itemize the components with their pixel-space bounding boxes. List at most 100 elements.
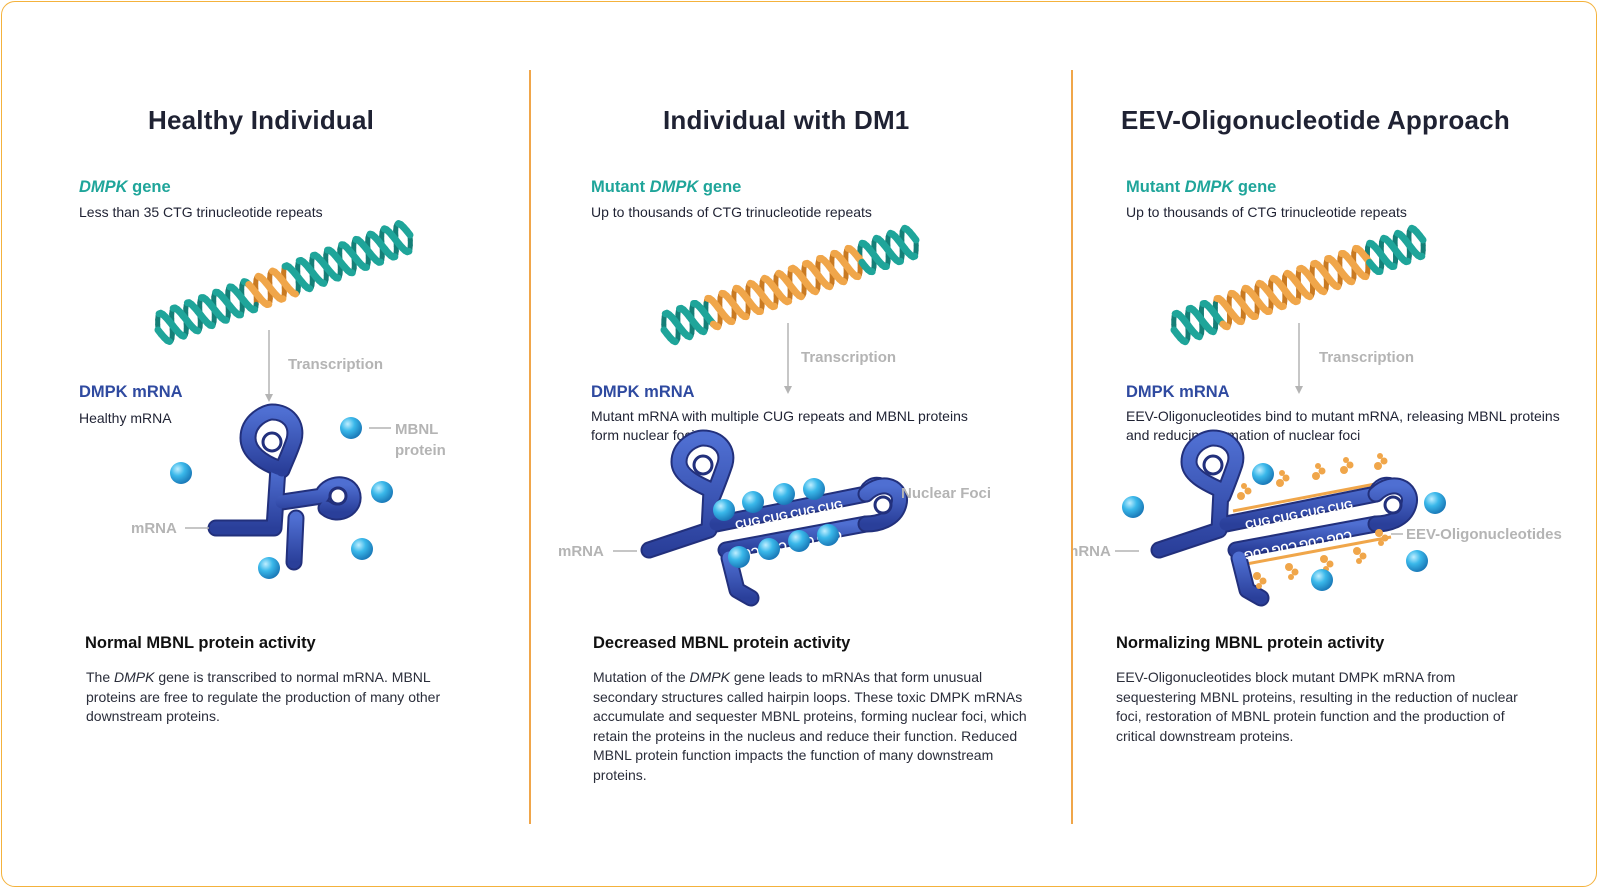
cug-repeat: CUG	[1325, 528, 1352, 545]
mrna-label: mRNA	[1073, 543, 1111, 560]
gene-subtext: Up to thousands of CTG trinucleotide rep…	[591, 204, 872, 220]
dna-strand-segment	[1304, 292, 1314, 301]
transcription-label: Transcription	[801, 349, 896, 366]
mrna-label: mRNA	[558, 543, 604, 560]
column-dm1: Individual with DM1 Mutant DMPK gene Up …	[531, 0, 1071, 890]
dna-strand-segment	[795, 292, 805, 301]
eev-oligo-strands	[1232, 479, 1392, 567]
dna-strand-segment	[304, 284, 314, 293]
transcription-arrow	[265, 330, 273, 402]
mbnl-protein	[713, 499, 735, 521]
dna-strand-segment	[1221, 322, 1231, 331]
mrna-structure	[1150, 429, 1418, 607]
column-title: Individual with DM1	[663, 105, 910, 135]
mbnl-protein-group	[1122, 463, 1446, 591]
gene-heading: Mutant DMPK gene	[591, 178, 742, 196]
cug-repeats-top: CUG CUG CUG CUG	[1244, 499, 1354, 532]
healthy-illustration: Transcription MBNL	[131, 220, 446, 579]
cug-repeat: CUG	[1327, 499, 1354, 516]
eev-peptide	[1353, 547, 1367, 564]
dna-strand-segment	[783, 297, 793, 306]
column-healthy: Healthy Individual DMPK gene Less than 3…	[0, 0, 529, 890]
column-title: EEV-Oligonucleotide Approach	[1121, 105, 1510, 135]
eev-peptide	[1237, 483, 1252, 500]
protein-label-line2: protein	[395, 442, 446, 459]
transcription-label: Transcription	[288, 356, 383, 373]
dna-strand-segment	[809, 287, 819, 296]
eev-peptide	[1340, 457, 1354, 474]
eev-peptide	[1312, 463, 1326, 480]
mbnl-protein	[1122, 496, 1144, 518]
dna-strand-segment	[192, 326, 202, 335]
activity-body: Mutation of the DMPK gene leads to mRNAs…	[593, 669, 1027, 783]
dna-strand-segment	[909, 232, 920, 244]
dna-strand-segment	[669, 337, 679, 346]
dna-strand-segment	[1346, 277, 1356, 286]
mbnl-protein	[817, 524, 839, 546]
mbnl-protein	[758, 538, 780, 560]
dna-helix	[1170, 224, 1427, 346]
mbnl-protein	[728, 546, 750, 568]
cug-repeat: CUG	[1244, 515, 1271, 532]
dna-strand-segment	[289, 289, 299, 298]
mrna-subtext: Mutant mRNA with multiple CUG repeats an…	[591, 408, 968, 443]
dna-strand-segment	[1179, 337, 1189, 346]
mbnl-protein-group	[713, 478, 839, 568]
transcription-arrow	[1295, 323, 1303, 394]
dna-strand-segment	[403, 227, 414, 239]
column-divider	[1071, 70, 1073, 824]
cug-repeat: CUG	[734, 515, 761, 532]
dna-strand-segment	[1416, 232, 1427, 244]
dna-strand-segment	[1318, 287, 1328, 296]
eev-illustration: Transcription CUG CU	[1073, 224, 1562, 607]
mbnl-protein	[351, 538, 373, 560]
nuclear-foci-label: Nuclear Foci	[901, 485, 991, 502]
activity-heading: Normal MBNL protein activity	[85, 634, 316, 652]
dna-strand-segment	[909, 252, 919, 261]
dna-strand-segment	[277, 295, 287, 303]
dna-strand-segment	[698, 327, 708, 336]
protein-label-line1: MBNL	[395, 421, 438, 438]
cug-repeat: CUG	[1270, 539, 1297, 556]
activity-heading: Decreased MBNL protein activity	[593, 634, 851, 652]
dna-strand-segment	[712, 322, 722, 331]
dm1-illustration: Transcription CUG CUG CUG CUG	[558, 224, 991, 607]
mrna-heading: DMPK mRNA	[591, 383, 695, 401]
dna-strand-segment	[163, 337, 173, 345]
eev-peptide	[1375, 529, 1389, 546]
activity-body: The DMPK gene is transcribed to normal m…	[86, 669, 441, 724]
mbnl-protein	[371, 481, 393, 503]
cug-repeat: CUG	[1298, 533, 1325, 550]
gene-heading: DMPK gene	[79, 178, 171, 196]
mbnl-protein	[1406, 550, 1428, 572]
cug-repeats-bottom: CUG CUG CUG CUG	[1243, 528, 1353, 561]
column-divider	[529, 70, 531, 824]
transcription-label: Transcription	[1319, 349, 1414, 366]
transcription-arrow	[784, 323, 792, 394]
cug-repeat: CUG	[1243, 544, 1270, 561]
dna-strand-segment	[178, 331, 188, 340]
cug-repeats-top: CUG CUG CUG CUG	[734, 499, 844, 532]
column-eev: EEV-Oligonucleotide Approach Mutant DMPK…	[1073, 0, 1600, 890]
mrna-structure	[207, 403, 362, 571]
mbnl-protein	[773, 483, 795, 505]
mbnl-protein	[1424, 492, 1446, 514]
mbnl-protein	[1252, 463, 1274, 485]
dna-strand-segment	[403, 247, 413, 256]
dna-strand-segment	[838, 277, 848, 286]
cug-repeat: CUG	[817, 499, 844, 516]
cug-repeat: CUG	[1272, 510, 1299, 527]
mrna-subtext: EEV-Oligonucleotides bind to mutant mRNA…	[1126, 408, 1560, 443]
mbnl-protein-group	[170, 417, 393, 579]
mbnl-protein	[742, 491, 764, 513]
cug-repeat: CUG	[1299, 505, 1326, 522]
dna-helix	[154, 220, 414, 345]
mrna-heading: DMPK mRNA	[1126, 383, 1230, 401]
dna-strand-segment	[683, 332, 693, 341]
eev-peptide	[1253, 572, 1267, 589]
eev-peptide	[1285, 563, 1299, 580]
gene-subtext: Less than 35 CTG trinucleotide repeats	[79, 204, 323, 220]
mbnl-protein	[340, 417, 362, 439]
eev-peptide	[1374, 453, 1388, 470]
